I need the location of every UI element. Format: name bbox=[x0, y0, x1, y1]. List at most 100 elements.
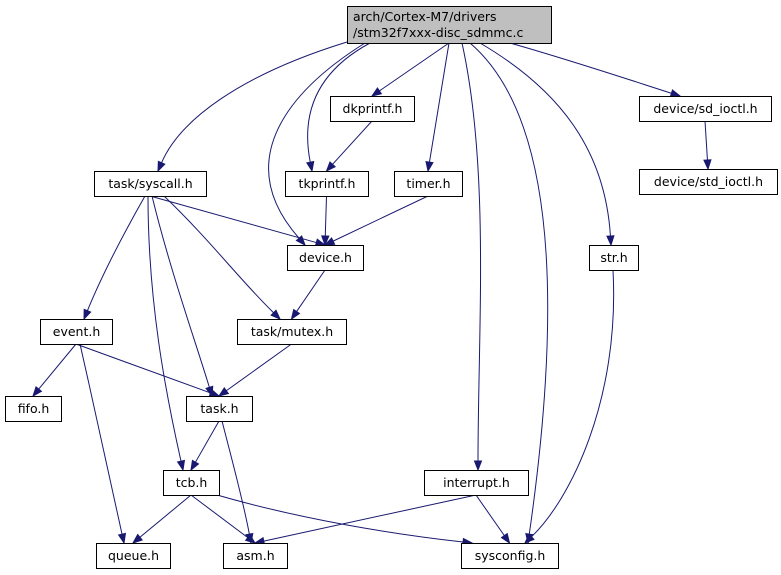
node-mutex[interactable]: task/mutex.h bbox=[237, 319, 347, 345]
edge-sd_ioctl-to-std_ioctl bbox=[703, 120, 712, 171]
edge-root-to-sysconfig bbox=[469, 42, 549, 545]
node-box bbox=[94, 171, 207, 197]
arrowhead-icon bbox=[244, 533, 257, 544]
node-label: sysconfig.h bbox=[475, 548, 546, 563]
node-std_ioctl[interactable]: device/std_ioctl.h bbox=[639, 169, 778, 195]
edge-event-to-task bbox=[75, 343, 221, 397]
node-fifo[interactable]: fifo.h bbox=[5, 396, 62, 422]
node-label: device/sd_ioctl.h bbox=[653, 101, 757, 116]
node-label: dkprintf.h bbox=[343, 101, 403, 116]
node-label: event.h bbox=[53, 324, 101, 339]
arrowhead-icon bbox=[323, 237, 336, 246]
edge-root-to-interrupt bbox=[461, 42, 483, 472]
node-box bbox=[330, 96, 415, 122]
edge-event-to-queue bbox=[79, 343, 127, 545]
node-event[interactable]: event.h bbox=[40, 319, 113, 345]
arrowhead-icon bbox=[473, 460, 483, 472]
edge-interrupt-to-sysconfig bbox=[475, 494, 511, 545]
edge-root-to-sd_ioctl bbox=[509, 42, 682, 98]
node-box bbox=[163, 470, 220, 496]
edge-task-to-tcb bbox=[190, 420, 220, 472]
arrowhead-icon bbox=[157, 160, 166, 173]
node-sysconfig[interactable]: sysconfig.h bbox=[461, 543, 559, 569]
arrowhead-icon bbox=[321, 235, 330, 247]
node-label: task/syscall.h bbox=[108, 176, 192, 191]
node-box bbox=[5, 396, 62, 422]
arrowhead-icon bbox=[606, 235, 615, 247]
edge-root-to-dkprintf bbox=[370, 42, 450, 97]
arrowhead-icon bbox=[83, 308, 92, 321]
nodes-layer: arch/Cortex-M7/drivers/stm32f7xxx-disc_s… bbox=[5, 6, 778, 569]
edge-event-to-fifo bbox=[32, 343, 77, 398]
node-box bbox=[461, 543, 559, 569]
edge-interrupt-to-asm bbox=[253, 494, 477, 546]
edge-task-to-asm bbox=[221, 420, 254, 545]
arrowhead-icon bbox=[217, 387, 230, 397]
node-label: queue.h bbox=[108, 548, 159, 563]
edges-layer bbox=[32, 41, 712, 547]
node-box bbox=[237, 319, 347, 345]
arrowhead-icon bbox=[290, 308, 301, 321]
edge-syscall-to-event bbox=[83, 195, 146, 321]
edge-tcb-to-sysconfig bbox=[206, 491, 474, 547]
node-box bbox=[287, 245, 364, 271]
node-label: tcb.h bbox=[176, 475, 208, 490]
node-syscall[interactable]: task/syscall.h bbox=[94, 171, 207, 197]
arrowhead-icon bbox=[325, 161, 337, 173]
node-interrupt[interactable]: interrupt.h bbox=[424, 470, 529, 496]
node-timer[interactable]: timer.h bbox=[394, 171, 463, 197]
arrowhead-icon bbox=[190, 459, 200, 472]
arrowhead-icon bbox=[32, 385, 43, 398]
node-box bbox=[40, 319, 113, 345]
node-device[interactable]: device.h bbox=[287, 245, 364, 271]
edge-mutex-to-task bbox=[217, 343, 292, 397]
edge-tkprintf-to-device bbox=[321, 195, 330, 247]
edge-timer-to-device bbox=[323, 195, 429, 246]
node-tcb[interactable]: tcb.h bbox=[163, 470, 220, 496]
edge-syscall-to-task bbox=[151, 195, 214, 398]
node-box bbox=[394, 171, 463, 197]
node-dkprintf[interactable]: dkprintf.h bbox=[330, 96, 415, 122]
arrowhead-icon bbox=[131, 533, 144, 544]
node-label: arch/Cortex-M7/drivers bbox=[353, 9, 497, 24]
node-box bbox=[424, 470, 529, 496]
edge-root-to-tkprintf bbox=[306, 42, 371, 173]
node-task[interactable]: task.h bbox=[186, 396, 253, 422]
edge-str-to-sysconfig bbox=[524, 269, 615, 544]
node-asm[interactable]: asm.h bbox=[223, 543, 288, 569]
node-box bbox=[639, 169, 778, 195]
node-tkprintf[interactable]: tkprintf.h bbox=[285, 171, 369, 197]
arrowhead-icon bbox=[176, 459, 186, 472]
edge-syscall-to-tcb bbox=[147, 195, 186, 472]
edge-tcb-to-asm bbox=[190, 494, 257, 544]
arrowhead-icon bbox=[306, 160, 315, 173]
node-str[interactable]: str.h bbox=[589, 245, 639, 271]
node-label: timer.h bbox=[406, 176, 450, 191]
node-label: tkprintf.h bbox=[299, 176, 356, 191]
arrowhead-icon bbox=[500, 532, 511, 545]
arrowhead-icon bbox=[524, 533, 535, 544]
node-label: fifo.h bbox=[18, 401, 50, 416]
edge-device-to-mutex bbox=[290, 269, 326, 321]
node-box bbox=[589, 245, 639, 271]
node-box bbox=[186, 396, 253, 422]
node-box bbox=[285, 171, 369, 197]
edge-dkprintf-to-tkprintf bbox=[325, 120, 373, 173]
edge-root-to-syscall bbox=[157, 41, 348, 173]
node-label: task/mutex.h bbox=[251, 324, 333, 339]
arrowhead-icon bbox=[117, 532, 127, 545]
node-label: asm.h bbox=[236, 548, 274, 563]
edge-root-to-timer bbox=[425, 42, 450, 173]
node-box bbox=[96, 543, 171, 569]
arrowhead-icon bbox=[425, 160, 434, 173]
node-label: /stm32f7xxx-disc_sdmmc.c bbox=[353, 25, 523, 40]
node-label: str.h bbox=[600, 250, 627, 265]
node-sd_ioctl[interactable]: device/sd_ioctl.h bbox=[639, 96, 772, 122]
node-queue[interactable]: queue.h bbox=[96, 543, 171, 569]
arrowhead-icon bbox=[669, 89, 682, 98]
node-box bbox=[223, 543, 288, 569]
node-label: device/std_ioctl.h bbox=[654, 174, 763, 189]
edge-syscall-to-mutex bbox=[163, 195, 281, 320]
edge-tcb-to-queue bbox=[131, 494, 192, 544]
